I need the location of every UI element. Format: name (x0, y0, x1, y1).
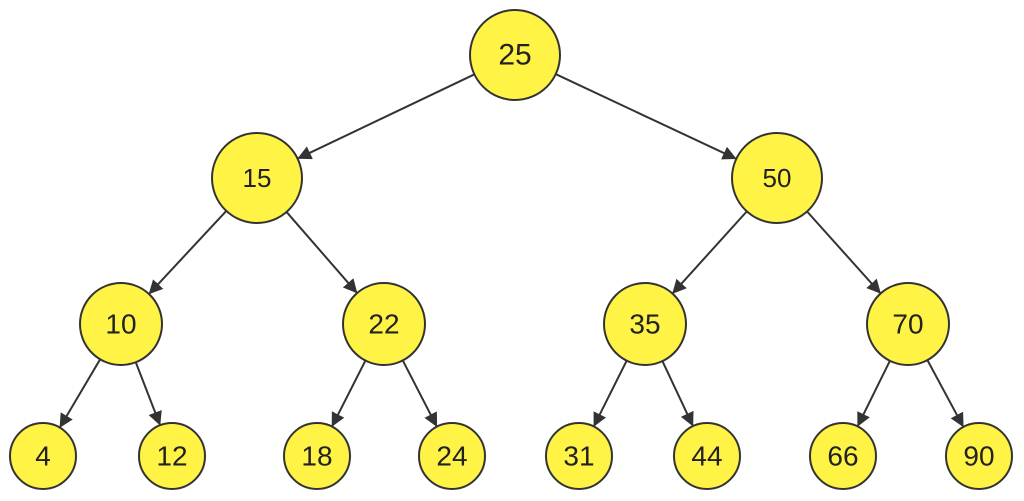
node-circle (342, 282, 426, 366)
edge-arrow (148, 209, 228, 295)
node-circle (673, 422, 741, 490)
edge-arrow (59, 357, 102, 428)
node-label: 25 (498, 39, 531, 72)
tree-node-12: 12 (138, 422, 206, 490)
edge-arrow (134, 360, 162, 426)
node-label: 70 (892, 309, 923, 340)
node-label: 24 (436, 441, 467, 472)
tree-node-50: 50 (731, 132, 823, 224)
node-label: 35 (629, 309, 660, 340)
node-label: 22 (368, 309, 399, 340)
node-label: 44 (691, 441, 722, 472)
node-circle (545, 422, 613, 490)
edge-arrow (331, 359, 367, 427)
edge-arrow (661, 359, 694, 427)
node-circle (138, 422, 206, 490)
tree-node-44: 44 (673, 422, 741, 490)
edge-arrow (926, 358, 964, 428)
edge-arrow (672, 209, 749, 294)
node-circle (283, 422, 351, 490)
node-label: 50 (763, 163, 792, 193)
node-circle (603, 282, 687, 366)
node-circle (418, 422, 486, 490)
tree-node-24: 24 (418, 422, 486, 490)
node-circle (809, 422, 877, 490)
node-label: 31 (563, 441, 594, 472)
node-label: 66 (827, 441, 858, 472)
tree-node-66: 66 (809, 422, 877, 490)
edge-arrow (401, 359, 438, 428)
edge-arrow (805, 210, 881, 294)
node-label: 90 (963, 441, 994, 472)
node-circle (945, 422, 1013, 490)
tree-node-18: 18 (283, 422, 351, 490)
node-circle (9, 422, 77, 490)
tree-node-15: 15 (211, 132, 303, 224)
node-circle (79, 282, 163, 366)
edge-arrow (285, 210, 358, 294)
tree-node-4: 4 (9, 422, 77, 490)
node-circle (211, 132, 303, 224)
node-circle (731, 132, 823, 224)
tree-node-31: 31 (545, 422, 613, 490)
node-circle (469, 9, 561, 101)
edge-arrow (297, 73, 476, 160)
nodes: 25 15 50 10 22 35 70 4 12 18 24 31 44 66 90 (9, 9, 1013, 490)
tree-node-70: 70 (866, 282, 950, 366)
tree-node-25: 25 (469, 9, 561, 101)
node-label: 18 (301, 441, 332, 472)
edge-arrow (857, 359, 892, 427)
node-label: 15 (243, 163, 272, 193)
edge-arrow (593, 359, 629, 427)
tree-node-10: 10 (79, 282, 163, 366)
edges (59, 72, 964, 428)
edge-arrow (554, 72, 737, 160)
tree-node-35: 35 (603, 282, 687, 366)
node-label: 4 (35, 441, 51, 472)
node-label: 12 (156, 441, 187, 472)
tree-node-22: 22 (342, 282, 426, 366)
tree-node-90: 90 (945, 422, 1013, 490)
node-circle (866, 282, 950, 366)
node-label: 10 (105, 309, 136, 340)
